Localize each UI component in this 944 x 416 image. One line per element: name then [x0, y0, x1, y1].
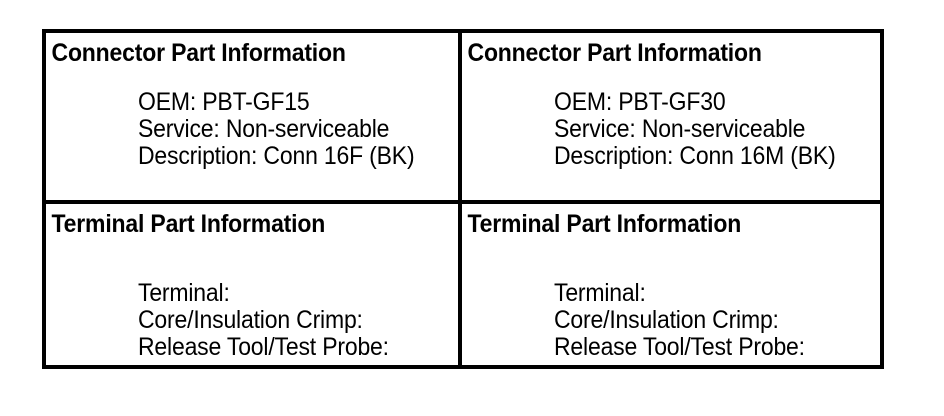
terminal-line: Terminal:	[554, 279, 646, 307]
cell-heading: Terminal Part Information	[51, 210, 326, 238]
terminal-part-information-cell-right: Terminal Part Information Terminal: Core…	[462, 204, 880, 365]
release-tool-test-probe-line: Release Tool/Test Probe:	[554, 333, 805, 361]
cell-body: Terminal: Core/Insulation Crimp: Release…	[46, 280, 425, 361]
service-line: Service: Non-serviceable	[554, 115, 806, 143]
core-insulation-crimp-line: Core/Insulation Crimp:	[138, 306, 363, 334]
oem-line: OEM: PBT-GF15	[138, 88, 310, 116]
cell-heading: Terminal Part Information	[467, 210, 742, 238]
connector-part-information-cell-left: Connector Part Information OEM: PBT-GF15…	[46, 33, 458, 200]
connector-part-information-cell-right: Connector Part Information OEM: PBT-GF30…	[462, 33, 880, 200]
horizontal-divider	[46, 200, 880, 204]
vertical-divider	[458, 33, 462, 365]
cell-heading: Connector Part Information	[51, 39, 346, 67]
oem-line: OEM: PBT-GF30	[554, 88, 726, 116]
terminal-line: Terminal:	[138, 279, 230, 307]
part-information-table: Connector Part Information OEM: PBT-GF15…	[42, 29, 884, 369]
cell-body: OEM: PBT-GF30 Service: Non-serviceable D…	[462, 89, 847, 170]
description-line: Description: Conn 16F (BK)	[138, 142, 415, 170]
core-insulation-crimp-line: Core/Insulation Crimp:	[554, 306, 779, 334]
cell-body: OEM: PBT-GF15 Service: Non-serviceable D…	[46, 89, 425, 170]
description-line: Description: Conn 16M (BK)	[554, 142, 836, 170]
terminal-part-information-cell-left: Terminal Part Information Terminal: Core…	[46, 204, 458, 365]
release-tool-test-probe-line: Release Tool/Test Probe:	[138, 333, 389, 361]
cell-heading: Connector Part Information	[467, 39, 762, 67]
cell-body: Terminal: Core/Insulation Crimp: Release…	[462, 280, 847, 361]
service-line: Service: Non-serviceable	[138, 115, 390, 143]
